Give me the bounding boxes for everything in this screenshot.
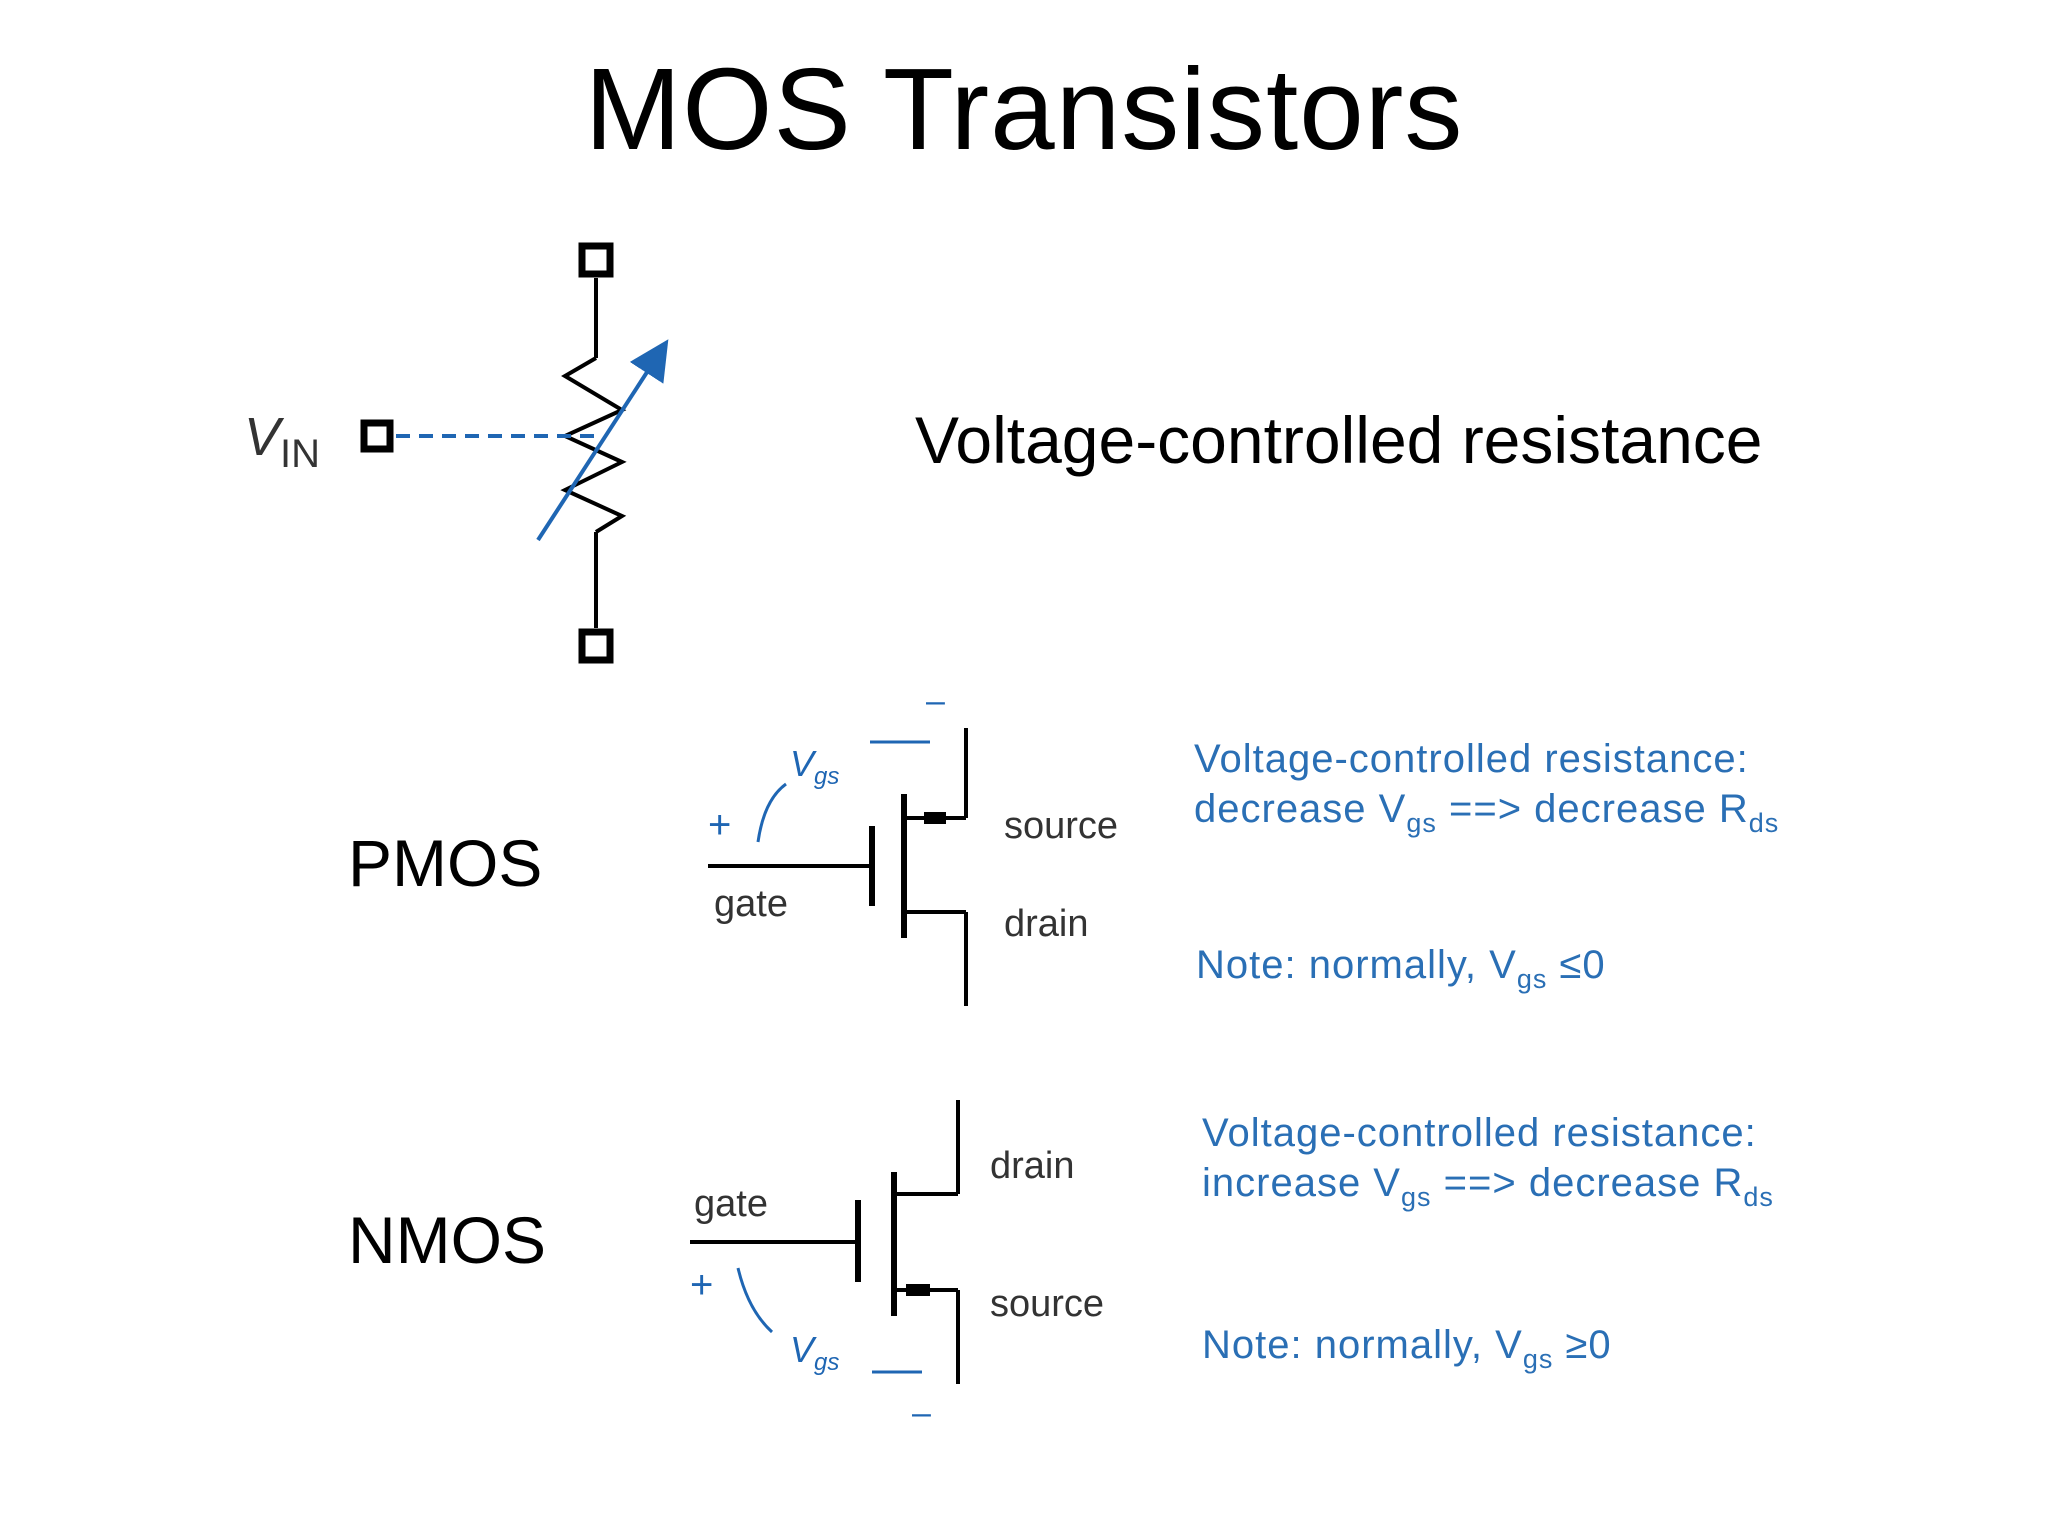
pmos-note-line3-post: ≤0 xyxy=(1547,943,1606,987)
nmos-vgs-label: Vgs xyxy=(790,1329,839,1376)
nmos-note-sub-ds: ds xyxy=(1743,1182,1774,1212)
vin-terminal xyxy=(360,419,394,453)
pmos-note-line2-pre: decrease V xyxy=(1194,787,1407,831)
pmos-gate-label: gate xyxy=(714,883,788,925)
nmos-minus: – xyxy=(912,1394,931,1432)
nmos-schematic: gate drain source + – Vgs xyxy=(690,1100,1104,1432)
pmos-source-arrow xyxy=(924,812,946,824)
pmos-note-line2-mid: ==> decrease R xyxy=(1436,787,1749,831)
pmos-label: PMOS xyxy=(348,826,543,900)
resistor-zigzag xyxy=(560,356,627,534)
pmos-plus: + xyxy=(708,803,731,847)
pmos-note-line1: Voltage-controlled resistance: xyxy=(1194,737,1749,781)
slide-title: MOS Transistors xyxy=(584,44,1464,174)
top-terminal xyxy=(578,242,614,278)
pmos-schematic: gate source drain + – Vgs xyxy=(708,682,1118,1006)
pmos-note-sub-ds: ds xyxy=(1748,808,1780,838)
nmos-drain-label: drain xyxy=(990,1145,1075,1187)
pmos-minus: – xyxy=(926,682,945,720)
pmos-drain-label: drain xyxy=(1004,903,1089,945)
resistor-caption: Voltage-controlled resistance xyxy=(915,403,1763,477)
nmos-source-label: source xyxy=(990,1283,1104,1325)
nmos-note-line3-sub: gs xyxy=(1522,1344,1554,1374)
variable-arrow xyxy=(536,339,669,542)
nmos-note-line3-post: ≥0 xyxy=(1553,1323,1612,1367)
pmos-note-normally: Note: normally, Vgs ≤0 xyxy=(1196,940,1606,993)
nmos-note-line1: Voltage-controlled resistance: xyxy=(1202,1111,1757,1155)
pmos-note-sub-gs: gs xyxy=(1406,808,1437,838)
nmos-note-line2-mid: ==> decrease R xyxy=(1431,1161,1744,1205)
nmos-note-sub-gs: gs xyxy=(1400,1182,1432,1212)
pmos-vgs-label: Vgs xyxy=(790,743,839,790)
nmos-label: NMOS xyxy=(348,1203,546,1277)
nmos-note-line2-pre: increase V xyxy=(1202,1161,1401,1205)
nmos-note-line3-pre: Note: normally, V xyxy=(1202,1323,1523,1367)
nmos-source-arrow xyxy=(906,1284,930,1296)
nmos-plus: + xyxy=(690,1263,713,1307)
pmos-note-line3-pre: Note: normally, V xyxy=(1196,943,1517,987)
pmos-source-label: source xyxy=(1004,805,1118,847)
nmos-note-normally: Note: normally, Vgs ≥0 xyxy=(1202,1320,1612,1373)
vin-label: VIN xyxy=(244,407,320,476)
nmos-note-title: Voltage-controlled resistance: xyxy=(1202,1108,1757,1158)
nmos-gate-label: gate xyxy=(694,1183,768,1225)
bottom-terminal xyxy=(578,628,614,664)
nmos-note-relation: increase Vgs ==> decrease Rds xyxy=(1202,1158,1774,1211)
pmos-note-relation: decrease Vgs ==> decrease Rds xyxy=(1194,784,1779,837)
pmos-vgs-arc xyxy=(756,782,787,843)
nmos-vgs-arc xyxy=(736,1267,774,1334)
pmos-note-title: Voltage-controlled resistance: xyxy=(1194,734,1749,784)
pmos-note-line3-sub: gs xyxy=(1516,964,1548,994)
variable-resistor-symbol: VIN xyxy=(244,242,669,664)
